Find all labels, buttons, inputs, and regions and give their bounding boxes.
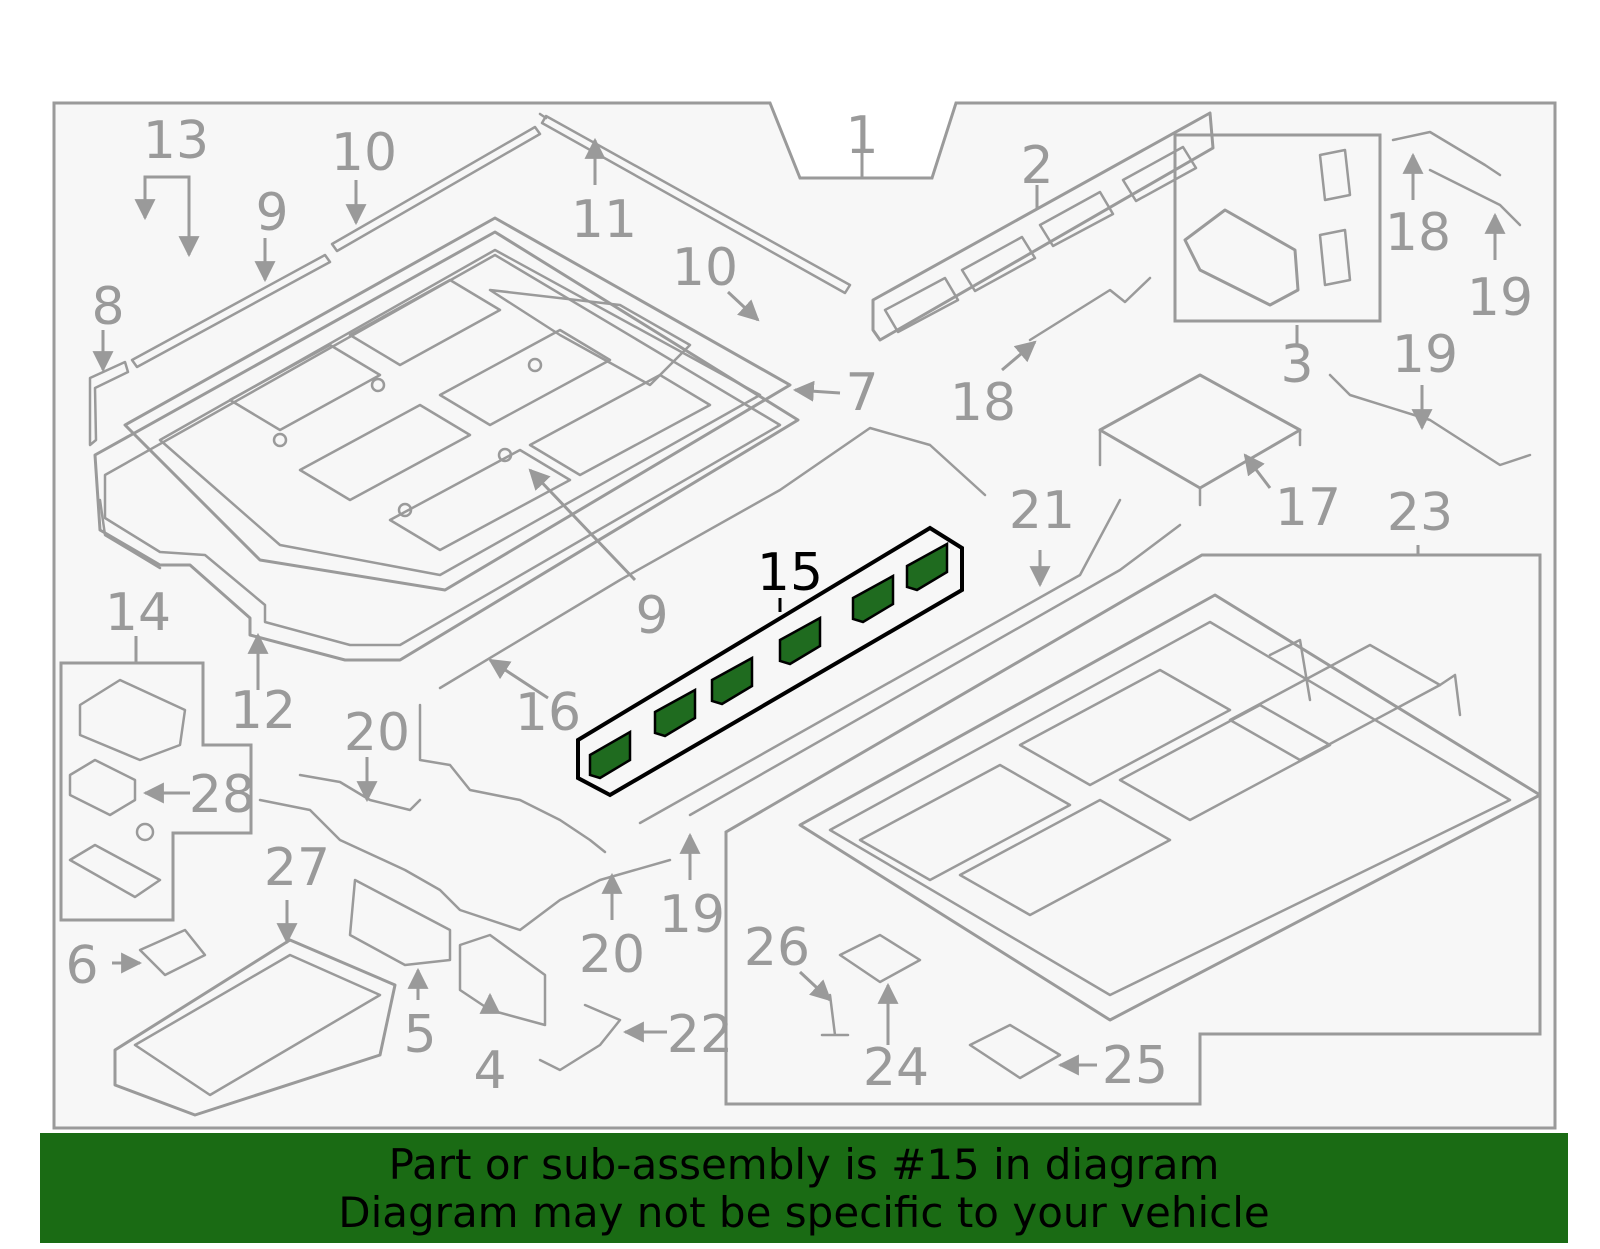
panel-part-3: [1173, 133, 1382, 323]
callout-3: 3: [1280, 335, 1313, 395]
callout-9-top: 9: [255, 183, 288, 243]
banner-line-disclaimer: Diagram may not be specific to your vehi…: [338, 1188, 1270, 1237]
callout-4: 4: [473, 1041, 506, 1101]
callout-18-mid: 18: [950, 373, 1016, 433]
part-15-clip-6: [905, 541, 949, 592]
callout-16: 16: [515, 683, 581, 743]
callout-6: 6: [65, 936, 98, 996]
callout-19-right: 19: [1392, 325, 1458, 385]
callout-9-mid: 9: [635, 586, 668, 646]
part-3-relays: [1183, 148, 1352, 307]
callout-22: 22: [667, 1005, 733, 1065]
part-15-clip-4: [778, 615, 822, 666]
callout-15: 15: [757, 543, 823, 603]
callout-19-top: 19: [1467, 268, 1533, 328]
callout-26: 26: [744, 918, 810, 978]
callout-20-lower: 20: [579, 925, 645, 985]
callout-2: 2: [1020, 136, 1053, 196]
part-15-clip-3: [710, 655, 754, 706]
part-15-clip-2: [653, 687, 697, 738]
callout-17: 17: [1275, 478, 1341, 538]
callout-12: 12: [230, 681, 296, 741]
leader-lines: [92, 137, 1506, 1076]
panel-part-14: [59, 661, 253, 922]
info-banner: Part or sub-assembly is #15 in diagram D…: [40, 1133, 1568, 1243]
callout-13: 13: [143, 111, 209, 171]
part-17-bracket: [1098, 373, 1302, 507]
part-23-tray: [798, 593, 1542, 1022]
banner-line-part: Part or sub-assembly is #15 in diagram: [388, 1140, 1220, 1189]
panel-part-23: [724, 553, 1542, 1106]
parts-14-28: [68, 678, 187, 899]
diagram-frame: [52, 101, 1557, 1130]
callout-10-right: 10: [672, 238, 738, 298]
callout-7: 7: [845, 363, 878, 423]
callout-18-right: 18: [1385, 203, 1451, 263]
part-15-clip-5: [851, 573, 895, 624]
callout-19-bottom: 19: [659, 885, 725, 945]
callout-20-upper: 20: [344, 703, 410, 763]
part-2-bracket: [871, 111, 1215, 342]
callout-23: 23: [1387, 483, 1453, 543]
callout-24: 24: [863, 1038, 929, 1098]
part-21-cable: [638, 498, 1182, 825]
part-16-harness: [418, 426, 987, 854]
callout-27: 27: [264, 838, 330, 898]
callout-14: 14: [105, 583, 171, 643]
part-15-clip-1: [588, 729, 632, 780]
callout-11: 11: [571, 190, 637, 250]
callout-28: 28: [189, 765, 255, 825]
callout-labels: 1 2 3 4 5 6 7 8 9 9 10 10 11 12 13 14 15…: [65, 106, 1533, 1101]
callout-5: 5: [403, 1005, 436, 1065]
callout-10-left: 10: [331, 123, 397, 183]
callout-8: 8: [91, 277, 124, 337]
part-15-outline: [576, 525, 964, 798]
callout-1: 1: [845, 106, 878, 166]
callout-25: 25: [1102, 1036, 1168, 1096]
part-15-highlight: [576, 525, 964, 798]
cover-plates: [123, 216, 792, 592]
gasket-strips: [88, 112, 852, 447]
callout-21: 21: [1009, 481, 1075, 541]
